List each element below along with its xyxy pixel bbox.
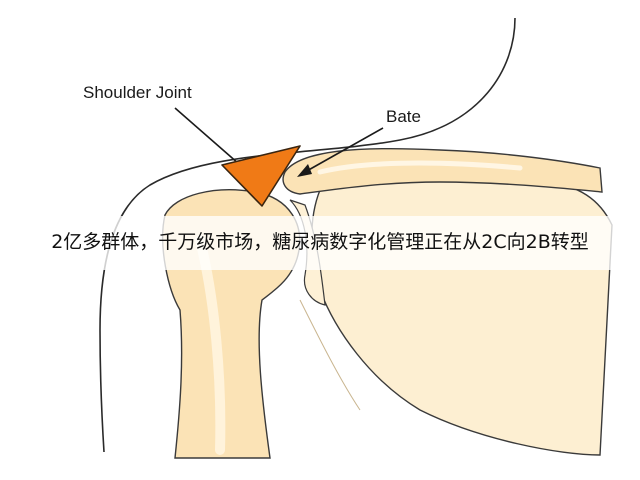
shoulder-joint-label: Shoulder Joint — [83, 83, 192, 102]
caption-text: 2亿多群体，千万级市场，糖尿病数字化管理正在从2C向2B转型 — [51, 231, 589, 253]
body-silhouette-outline — [99, 17, 516, 453]
bate-arrow-line — [304, 127, 384, 173]
clavicle-acromion — [282, 147, 603, 195]
joint-marker-triangle — [221, 145, 301, 207]
caption-band — [0, 216, 640, 270]
bate-arrow-head — [297, 164, 312, 177]
arm-contour — [299, 299, 361, 411]
bate-label: Bate — [386, 107, 421, 126]
clavicle-highlight — [317, 160, 523, 175]
